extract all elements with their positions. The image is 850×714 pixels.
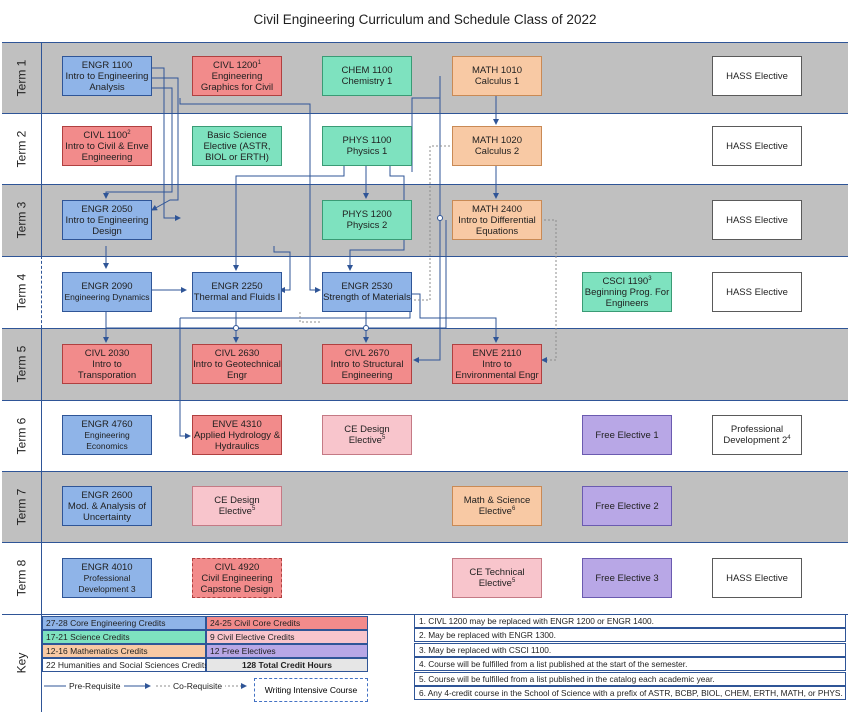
course-hass-elective[interactable]: HASS Elective [712,272,802,312]
separator [2,256,848,257]
key-hass: 22 Humanities and Social Sciences Credit… [42,658,209,672]
page-title: Civil Engineering Curriculum and Schedul… [253,12,597,27]
course-hass-elective[interactable]: HASS Elective [712,56,802,96]
key-civil-elective: 9 Civil Elective Credits [206,630,368,644]
course-free-elective-1[interactable]: Free Elective 1 [582,415,672,455]
key-core: 27-28 Core Engineering Credits [42,616,206,630]
separator [2,113,848,114]
course-free-elective-2[interactable]: Free Elective 2 [582,486,672,526]
footnote-6: 6. Any 4-credit course in the School of … [414,686,846,700]
term-label-8: Term 8 [2,542,42,614]
course-hass-elective[interactable]: HASS Elective [712,126,802,166]
course-hass-elective[interactable]: HASS Elective [712,200,802,240]
footnote-1: 1. CIVL 1200 may be replaced with ENGR 1… [414,614,846,628]
footnote-3: 3. May be replaced with CSCI 1100. [414,643,846,657]
key-prereq-label: Pre-Requisite [66,681,124,691]
key-science: 17-21 Science Credits [42,630,206,644]
footnote-5: 5. Course will be fulfilled from a list … [414,672,846,686]
term-label-5: Term 5 [2,328,42,400]
footnote-4: 4. Course will be fulfilled from a list … [414,657,846,671]
separator [2,42,848,43]
key-coreq-label: Co-Requisite [170,681,226,691]
footnote-2: 2. May be replaced with ENGR 1300. [414,628,846,642]
separator [2,471,848,472]
separator [2,184,848,185]
course-hass-elective[interactable]: HASS Elective [712,558,802,598]
key-total: 128 Total Credit Hours [206,658,368,672]
term-label-4: Term 4 [2,256,42,328]
term-label-6: Term 6 [2,400,42,471]
key-civil: 24-25 Civil Core Credits [206,616,368,630]
term-label-2: Term 2 [2,113,42,184]
key-free: 12 Free Electives [206,644,368,658]
separator [2,400,848,401]
course-free-elective-3[interactable]: Free Elective 3 [582,558,672,598]
key-label: Key [2,614,42,712]
separator [2,542,848,543]
key-writing-intensive: Writing Intensive Course [254,678,368,702]
term-label-3: Term 3 [2,184,42,256]
term-label-7: Term 7 [2,471,42,542]
term-label-1: Term 1 [2,42,42,113]
key-math: 12-16 Mathematics Credits [42,644,206,658]
separator [2,328,848,329]
